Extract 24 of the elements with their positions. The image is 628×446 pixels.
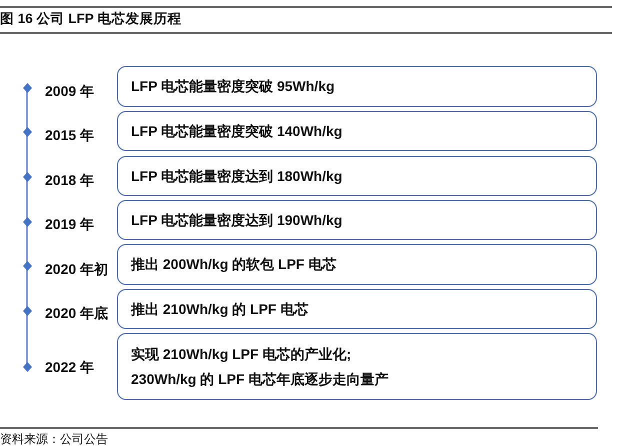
year-label: 2020 年底	[45, 304, 108, 322]
event-text: LFP 电芯能量密度达到 180Wh/kg	[131, 166, 342, 186]
event-box	[117, 289, 597, 329]
event-text: LFP 电芯能量密度突破 95Wh/kg	[131, 77, 335, 96]
event-text: 230Wh/kg 的 LPF 电芯年底逐步走向量产	[131, 370, 388, 389]
source-note: 资料来源：公司公告	[0, 432, 108, 446]
figure-title: 图 16 公司 LFP 电芯发展历程	[0, 10, 182, 28]
year-label: 2015 年	[45, 126, 94, 144]
event-box	[117, 111, 597, 151]
event-box	[117, 200, 597, 240]
event-text: 推出 200Wh/kg 的软包 LPF 电芯	[131, 255, 336, 274]
event-text: LFP 电芯能量密度突破 140Wh/kg	[131, 122, 342, 141]
event-text: 推出 210Wh/kg 的 LPF 电芯	[131, 300, 308, 319]
event-text: LFP 电芯能量密度达到 190Wh/kg	[131, 210, 342, 230]
year-label: 2018 年	[45, 171, 94, 189]
event-box	[117, 333, 597, 400]
year-label: 2020 年初	[45, 260, 108, 278]
event-box	[117, 156, 597, 196]
year-label: 2009 年	[45, 82, 94, 100]
event-box	[117, 244, 597, 285]
year-label: 2019 年	[45, 215, 94, 233]
year-label: 2022 年	[45, 358, 94, 376]
event-text: 实现 210Wh/kg LPF 电芯的产业化;	[131, 344, 352, 364]
event-box	[117, 66, 597, 107]
